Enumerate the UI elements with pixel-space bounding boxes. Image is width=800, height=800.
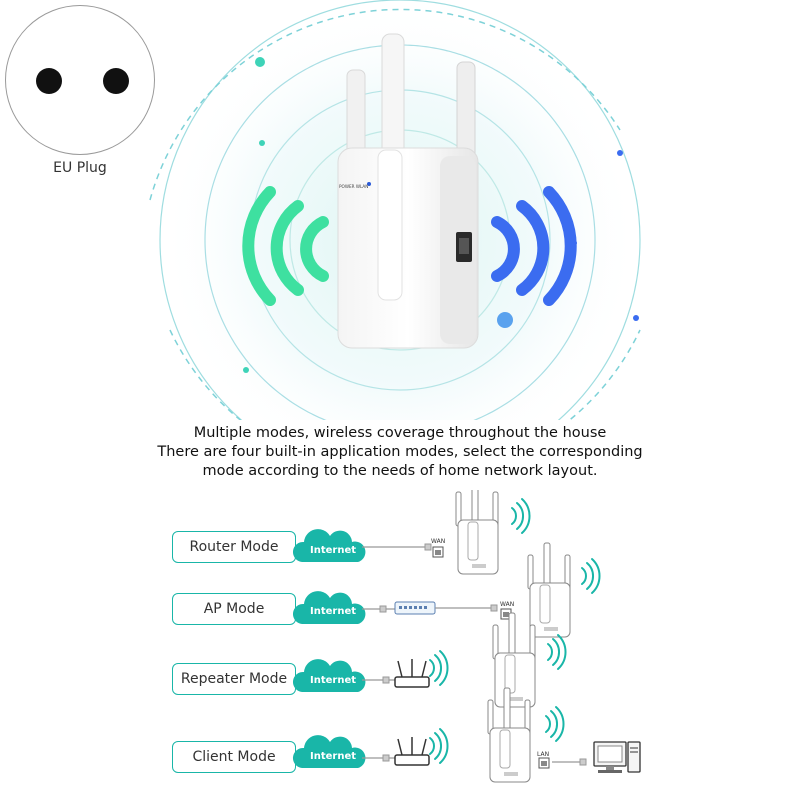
extender-icon bbox=[492, 612, 536, 708]
wifi-signal-icon bbox=[581, 558, 601, 594]
cloud-label: Internet bbox=[310, 675, 356, 686]
network-mode-diagram: Internet WAN Internet WAN Internet bbox=[292, 490, 641, 783]
repeater-mode-row: Internet bbox=[292, 612, 567, 708]
plug-pin-left bbox=[36, 68, 62, 94]
wan-port-label: WAN bbox=[431, 538, 445, 545]
wan-port-label: WAN bbox=[500, 601, 514, 608]
wifi-signal-icon bbox=[511, 498, 531, 534]
caption-line-1: Multiple modes, wireless coverage throug… bbox=[193, 425, 607, 441]
wifi-signal-icon bbox=[547, 634, 567, 670]
coverage-illustration: POWER WLAN bbox=[149, 0, 641, 420]
extender-icon bbox=[455, 490, 499, 575]
cloud-label: Internet bbox=[310, 606, 356, 617]
ethernet-port-icon bbox=[538, 757, 550, 769]
wifi-wave-right-icon bbox=[491, 186, 577, 306]
plug-label: EU Plug bbox=[53, 160, 107, 176]
wifi-signal-icon bbox=[429, 728, 449, 764]
wifi-wave-left-icon bbox=[242, 186, 329, 306]
ap-mode-label: AP Mode bbox=[172, 593, 296, 625]
repeater-mode-label: Repeater Mode bbox=[172, 663, 296, 695]
lan-port-label: LAN bbox=[537, 751, 549, 758]
client-mode-label: Client Mode bbox=[172, 741, 296, 773]
eu-plug-icon bbox=[5, 5, 155, 155]
router-mode-label: Router Mode bbox=[172, 531, 296, 563]
client-mode-row: Internet LAN bbox=[292, 687, 641, 783]
ethernet-port-icon bbox=[432, 546, 444, 558]
wifi-repeater-device: POWER WLAN bbox=[337, 33, 479, 349]
description: Multiple modes, wireless coverage throug… bbox=[0, 424, 800, 481]
router-icon bbox=[394, 736, 430, 766]
router-icon bbox=[394, 658, 430, 688]
extender-icon bbox=[527, 542, 571, 638]
wifi-signal-icon bbox=[545, 706, 565, 742]
ap-mode-row: Internet WAN bbox=[292, 542, 601, 638]
cloud-label: Internet bbox=[310, 751, 356, 762]
caption-line-3: mode according to the needs of home netw… bbox=[202, 463, 598, 479]
caption-line-2: There are four built-in application mode… bbox=[157, 444, 643, 460]
desktop-computer-icon bbox=[593, 741, 641, 773]
wifi-signal-icon bbox=[429, 650, 449, 686]
cloud-label: Internet bbox=[310, 545, 356, 556]
device-indicator-label: POWER WLAN bbox=[339, 184, 368, 189]
router-mode-row: Internet WAN bbox=[292, 490, 531, 575]
plug-pin-right bbox=[103, 68, 129, 94]
